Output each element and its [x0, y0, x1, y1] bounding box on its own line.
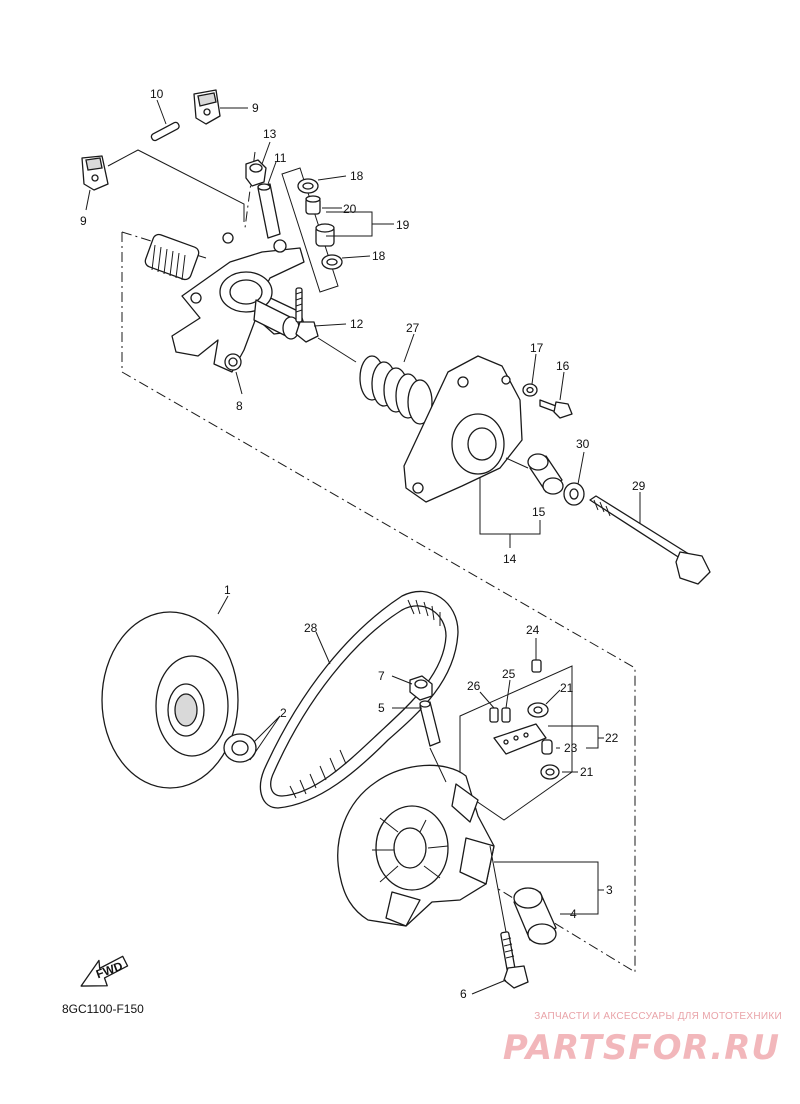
spring-part-27: [359, 355, 433, 425]
sheave-assembly-part-3: [337, 764, 495, 927]
roller-part-19: [315, 223, 335, 247]
washer-part-30: [563, 482, 585, 506]
callout-23: 23: [564, 741, 578, 755]
callout-29: 29: [632, 479, 646, 493]
spider-boundary-line: [121, 151, 256, 259]
callout-21-top: 21: [560, 681, 574, 695]
bushing-part-15: [527, 453, 564, 495]
watermark-logo: PARTSFOR.RU: [502, 1028, 780, 1068]
washer-part-18-top: [297, 178, 319, 194]
bracket-part-22: [493, 723, 547, 755]
callout-14: 14: [503, 552, 517, 566]
nut-part-13: [245, 159, 267, 187]
callout-19: 19: [396, 218, 410, 232]
slider-guide-line: [107, 149, 245, 222]
callout-6: 6: [460, 987, 467, 1001]
callout-7: 7: [378, 669, 385, 683]
callout-21-bottom: 21: [580, 765, 594, 779]
bolt-part-24: [531, 659, 542, 673]
callout-30: 30: [576, 437, 590, 451]
callout-13: 13: [263, 127, 277, 141]
slider-part-9-left: [81, 155, 109, 191]
callout-27: 27: [406, 321, 420, 335]
collar-part-11: [257, 183, 281, 239]
shaft-axis-line-secondary: [429, 747, 507, 933]
callout-11: 11: [274, 151, 287, 165]
callout-4: 4: [570, 907, 577, 921]
bolt-part-12: [295, 287, 319, 343]
callout-2: 2: [280, 706, 287, 720]
pin-part-23: [541, 739, 553, 755]
callout-1: 1: [224, 583, 231, 597]
bearing-part-2: [223, 733, 257, 763]
pin-part-10: [150, 121, 180, 142]
shaft-axis-line-upper: [317, 337, 357, 363]
callout-20: 20: [343, 202, 357, 216]
callout-18-top: 18: [350, 169, 364, 183]
shaft-axis-line-lower: [505, 457, 529, 469]
bolt-part-16: [539, 399, 573, 419]
callout-3: 3: [606, 883, 613, 897]
callout-15: 15: [532, 505, 546, 519]
callout-9-top: 9: [252, 101, 259, 115]
callout-24: 24: [526, 623, 540, 637]
belt-part-28: [259, 590, 459, 809]
callout-5: 5: [378, 701, 385, 715]
callout-26: 26: [467, 679, 481, 693]
sheave-part-1: [101, 611, 239, 789]
callout-18-bottom: 18: [372, 249, 386, 263]
callout-16: 16: [556, 359, 570, 373]
bushing-frame-line: [281, 167, 339, 293]
washer-part-21-bottom: [540, 764, 560, 780]
callout-22: 22: [605, 731, 619, 745]
watermark-tagline: ЗАПЧАСТИ И АКСЕССУАРЫ ДЛЯ МОТОТЕХНИКИ: [534, 1011, 782, 1022]
washer-part-17: [522, 383, 538, 397]
callout-8: 8: [236, 399, 243, 413]
slider-part-9-top: [193, 89, 221, 125]
bolt-part-26: [489, 707, 499, 723]
diagram-code: 8GC1100-F150: [62, 1002, 144, 1016]
bushing-part-4: [513, 887, 557, 945]
callout-10: 10: [150, 87, 164, 101]
callout-9-left: 9: [80, 214, 87, 228]
callout-labels: 10 9 9 13 11 18 20 19 18 12 8 27 17 16 3…: [80, 87, 646, 1001]
spider-part-8: [144, 232, 307, 373]
callout-28: 28: [304, 621, 318, 635]
callout-12: 12: [350, 317, 364, 331]
cap-part-14: [403, 355, 523, 503]
callout-leaders: [85, 99, 641, 995]
bolt-part-29: [589, 495, 711, 585]
bolt-part-6: [500, 931, 529, 989]
nut-part-7: [409, 675, 433, 701]
washer-part-18-bottom: [321, 254, 343, 270]
washer-part-21-top: [527, 702, 549, 718]
callout-25: 25: [502, 667, 516, 681]
bushing-part-20: [305, 195, 321, 215]
collar-part-5: [419, 700, 441, 747]
callout-17: 17: [530, 341, 544, 355]
bolt-part-25: [501, 707, 511, 723]
fwd-arrow-icon: FWD: [80, 955, 129, 987]
